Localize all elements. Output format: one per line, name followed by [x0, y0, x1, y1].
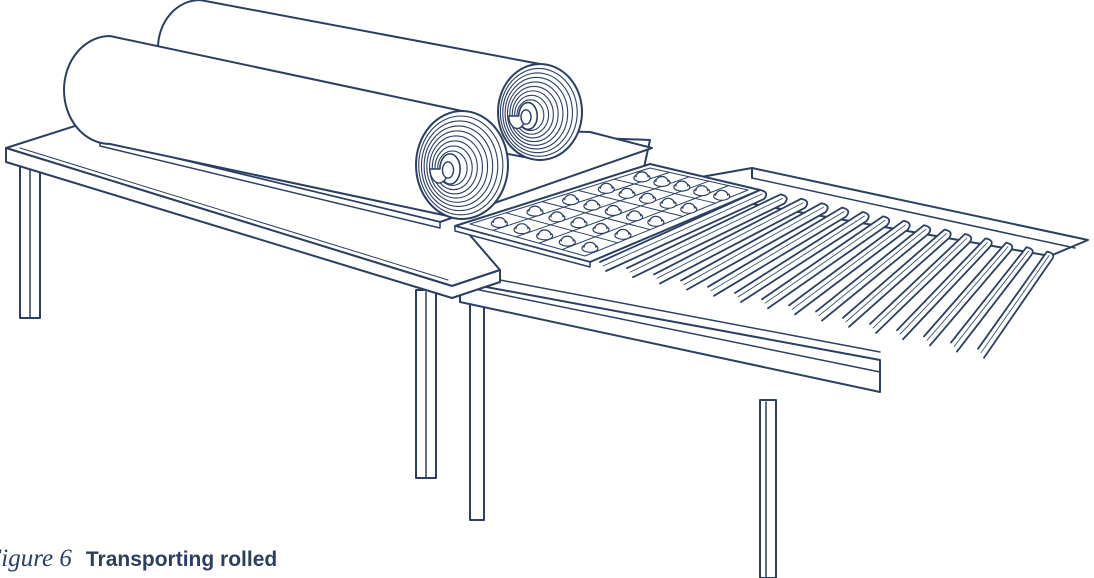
- right-table-leg: [469, 299, 485, 521]
- conveyor-roller: [626, 193, 788, 279]
- ball-transfer: [680, 202, 698, 214]
- fabric-roll-front: [63, 35, 509, 220]
- roll-ring: [504, 76, 569, 150]
- roll-ring: [502, 72, 574, 154]
- figure-title: Transporting rolled: [85, 548, 278, 571]
- ball-transfer: [581, 241, 599, 253]
- grid-line: [577, 189, 684, 217]
- ball-transfers: [490, 171, 731, 253]
- right-table: [459, 279, 881, 578]
- ball-transfer: [638, 192, 657, 204]
- roll-ring: [418, 115, 504, 216]
- fabric-rolls: [63, 0, 583, 220]
- grid-line: [584, 189, 749, 257]
- conveyor-roller: [761, 215, 891, 310]
- ball-transfer: [513, 223, 531, 235]
- roll-ring: [499, 67, 578, 157]
- ball-transfer: [592, 222, 610, 235]
- conveyor-roller: [653, 197, 809, 285]
- grid-line: [541, 201, 651, 231]
- grid-line: [469, 223, 586, 257]
- grid-line: [613, 178, 716, 204]
- grid-line: [561, 185, 729, 251]
- ball-transfer: [653, 175, 671, 188]
- ball-transfer: [536, 229, 554, 241]
- ball-transfer: [604, 204, 622, 217]
- conveyor-roller: [923, 241, 1014, 347]
- conveyor-roller: [869, 233, 973, 334]
- ball-transfer: [713, 189, 731, 201]
- ball-transfer: [618, 187, 636, 199]
- ball-transfer: [597, 182, 615, 194]
- roll-core-hole: [520, 109, 532, 125]
- roll-core-hole: [441, 161, 455, 179]
- ball-transfer: [562, 194, 580, 206]
- roll-ring: [423, 125, 494, 207]
- right-table-rail: [459, 283, 881, 393]
- ball-transfer: [659, 197, 677, 209]
- conveyor-roller: [734, 211, 870, 303]
- roll-ring: [434, 145, 473, 191]
- roll-ring: [428, 135, 483, 199]
- left-table-edge: [5, 147, 501, 299]
- ball-transfer: [548, 211, 566, 223]
- conveyor-roller: [815, 224, 932, 322]
- conveyor-roller: [788, 219, 911, 316]
- ball-transfer: [490, 216, 508, 229]
- ball-transfer: [558, 235, 576, 247]
- ball-transfer-plate: [454, 163, 761, 268]
- figure-label: Figure 6: [0, 545, 72, 572]
- roll-ring: [509, 85, 559, 143]
- roll-ring: [514, 94, 550, 135]
- ball-transfer: [625, 210, 644, 222]
- ball-transfer: [633, 171, 651, 183]
- roll-body: [63, 35, 463, 220]
- roll-ring: [426, 130, 489, 203]
- ball-transfer: [693, 185, 711, 197]
- ball-transfer: [570, 217, 588, 229]
- roll-ring: [511, 90, 554, 139]
- roll-ring: [437, 150, 468, 187]
- roll-ring: [497, 63, 583, 161]
- grid-line: [469, 167, 651, 225]
- grid-line: [505, 212, 619, 244]
- figure-caption: Figure 6 Transporting rolled: [0, 545, 277, 573]
- conveyor-roller: [680, 202, 829, 291]
- ball-transfer: [673, 180, 691, 192]
- conveyor-roller: [977, 250, 1055, 359]
- ball-transfer: [647, 215, 665, 227]
- ball-transfer: [614, 228, 632, 240]
- roll-ring: [506, 81, 564, 146]
- conveyor-rollers: [599, 189, 1055, 359]
- conveyor-roller: [842, 228, 952, 328]
- roller-conveyor: [599, 167, 1089, 359]
- roll-ring: [420, 120, 499, 212]
- ball-transfer: [583, 199, 601, 211]
- conveyor-roller: [896, 237, 993, 341]
- right-table-leg: [759, 399, 777, 578]
- conveyor-roller: [950, 246, 1034, 353]
- roll-ring: [431, 140, 478, 195]
- conveyor-roller: [707, 206, 850, 297]
- ball-transfer: [526, 205, 544, 217]
- grid-line: [649, 167, 749, 191]
- roll-ring: [516, 99, 545, 132]
